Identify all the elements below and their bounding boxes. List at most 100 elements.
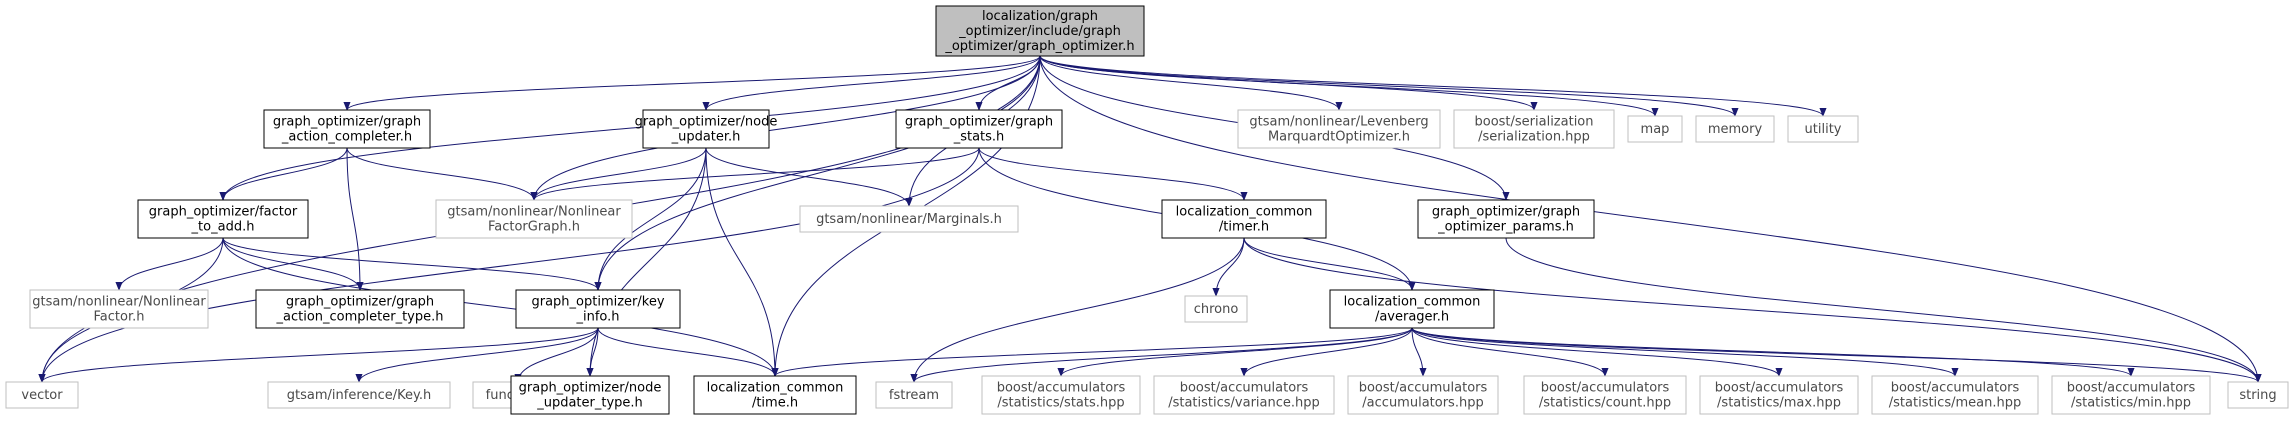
node-graph_stats_h[interactable]: graph_optimizer/graph_stats.h xyxy=(895,109,1063,149)
node-vector: vector xyxy=(5,381,79,409)
edge-graph_optimizer_h-to-memory xyxy=(1039,55,1739,117)
edge-graph_optimizer_h-to-node_updater_h xyxy=(702,55,1041,111)
node-label-factor_to_add_h-1: _to_add.h xyxy=(191,220,255,235)
node-label-key_info_h-0: graph_optimizer/key xyxy=(531,295,664,310)
edge-averager_h-to-mean_hpp xyxy=(1411,327,1959,377)
node-node_updater_type_h[interactable]: graph_optimizer/node_updater_type.h xyxy=(510,375,670,415)
node-key_h: gtsam/inference/Key.h xyxy=(267,381,451,409)
node-time_h[interactable]: localization_common/time.h xyxy=(693,375,857,415)
node-label-averager_h-0: localization_common xyxy=(1344,295,1481,310)
dependency-edges xyxy=(38,55,2262,383)
node-box-accumulators_hpp xyxy=(1347,375,1499,415)
node-box-graph_optimizer_h xyxy=(935,5,1145,57)
node-box-string xyxy=(2227,381,2289,409)
edge-graph_optimizer_h-to-map xyxy=(1039,55,1659,117)
edge-graph_optimizer_h-to-factor_to_add_h xyxy=(219,55,1041,201)
edge-timer_h-to-chrono xyxy=(1212,237,1245,297)
node-label-graph_optimizer_h-2: _optimizer/graph_optimizer.h xyxy=(944,39,1134,54)
node-label-nonlinear_factor_h-1: Factor.h xyxy=(94,310,145,325)
edge-averager_h-to-string xyxy=(1411,327,2262,383)
node-label-count_hpp-0: boost/accumulators xyxy=(1541,381,1670,396)
node-label-time_h-1: /time.h xyxy=(752,396,798,411)
node-timer_h[interactable]: localization_common/timer.h xyxy=(1161,199,1327,239)
edge-key_info_h-to-key_h xyxy=(355,327,599,383)
node-min_hpp: boost/accumulators/statistics/min.hpp xyxy=(2051,375,2211,415)
edge-graph_optimizer_h-to-key_info_h xyxy=(594,55,1041,291)
edge-key_info_h-to-vector xyxy=(38,327,599,383)
node-graph_action_completer_type_h[interactable]: graph_optimizer/graph_action_completer_t… xyxy=(255,289,465,329)
node-graph_optimizer_params_h[interactable]: graph_optimizer/graph_optimizer_params.h xyxy=(1417,199,1595,239)
node-label-vector-0: vector xyxy=(21,388,63,403)
node-box-key_info_h xyxy=(515,289,681,329)
edge-graph_action_completer_h-to-factor_to_add_h xyxy=(219,147,348,201)
node-factor_to_add_h[interactable]: graph_optimizer/factor_to_add.h xyxy=(137,199,309,239)
node-box-serialization_hpp xyxy=(1453,109,1615,149)
node-label-graph_action_completer_type_h-1: _action_completer_type.h xyxy=(276,310,444,325)
edge-timer_h-to-string xyxy=(1243,237,2262,383)
edge-graph_stats_h-to-timer_h xyxy=(978,147,1248,201)
node-label-factor_to_add_h-0: graph_optimizer/factor xyxy=(149,205,298,220)
edge-averager_h-to-max_hpp xyxy=(1411,327,1783,377)
node-label-graph_action_completer_h-0: graph_optimizer/graph xyxy=(273,115,421,130)
node-accumulators_hpp: boost/accumulators/accumulators.hpp xyxy=(1347,375,1499,415)
node-box-graph_action_completer_h xyxy=(263,109,431,149)
node-box-stats_hpp xyxy=(981,375,1141,415)
node-graph_optimizer_h[interactable]: localization/graph_optimizer/include/gra… xyxy=(935,5,1145,57)
node-label-graph_action_completer_h-1: _action_completer.h xyxy=(281,130,412,145)
node-label-graph_optimizer_h-1: _optimizer/include/graph xyxy=(958,24,1121,39)
node-label-node_updater_type_h-0: graph_optimizer/node xyxy=(519,381,662,396)
node-label-stats_hpp-0: boost/accumulators xyxy=(997,381,1126,396)
node-box-fstream xyxy=(875,381,953,409)
edge-node_updater_h-to-marginals_h xyxy=(705,147,913,207)
node-max_hpp: boost/accumulators/statistics/max.hpp xyxy=(1699,375,1859,415)
node-stats_hpp: boost/accumulators/statistics/stats.hpp xyxy=(981,375,1141,415)
node-box-factor_to_add_h xyxy=(137,199,309,239)
edge-factor_to_add_h-to-graph_action_completer_type_h xyxy=(222,237,364,291)
edge-averager_h-to-fstream xyxy=(910,327,1413,383)
node-label-graph_stats_h-1: _stats.h xyxy=(953,130,1005,145)
edge-graph_optimizer_h-to-levenberg_h xyxy=(1039,55,1343,111)
node-box-key_h xyxy=(267,381,451,409)
node-label-levenberg_h-0: gtsam/nonlinear/Levenberg xyxy=(1249,115,1428,130)
node-chrono: chrono xyxy=(1184,295,1248,323)
node-averager_h[interactable]: localization_common/averager.h xyxy=(1329,289,1495,329)
node-utility: utility xyxy=(1787,115,1859,143)
node-label-fstream-0: fstream xyxy=(889,388,939,403)
edge-timer_h-to-fstream xyxy=(910,237,1245,383)
node-label-node_updater_h-1: _updater.h xyxy=(671,130,741,145)
edge-node_updater_h-to-nonlinear_factor_graph_h xyxy=(530,147,707,201)
node-label-time_h-0: localization_common xyxy=(707,381,844,396)
edge-averager_h-to-time_h xyxy=(771,327,1413,377)
node-label-nonlinear_factor_graph_h-1: FactorGraph.h xyxy=(488,220,580,235)
node-marginals_h: gtsam/nonlinear/Marginals.h xyxy=(799,205,1019,233)
dependency-nodes: localization/graph_optimizer/include/gra… xyxy=(5,5,2289,415)
edge-timer_h-to-averager_h xyxy=(1243,237,1416,291)
node-label-accumulators_hpp-0: boost/accumulators xyxy=(1359,381,1488,396)
node-label-graph_action_completer_type_h-0: graph_optimizer/graph xyxy=(286,295,434,310)
edge-graph_action_completer_h-to-nonlinear_factor_graph_h xyxy=(346,147,538,201)
edge-graph_optimizer_h-to-string xyxy=(1039,55,2262,383)
node-label-serialization_hpp-1: /serialization.hpp xyxy=(1478,130,1590,145)
node-label-min_hpp-1: /statistics/min.hpp xyxy=(2071,396,2191,411)
node-variance_hpp: boost/accumulators/statistics/variance.h… xyxy=(1153,375,1335,415)
node-box-graph_action_completer_type_h xyxy=(255,289,465,329)
edge-averager_h-to-stats_hpp xyxy=(1057,327,1413,377)
node-node_updater_h[interactable]: graph_optimizer/node_updater.h xyxy=(635,109,778,149)
node-label-accumulators_hpp-1: /accumulators.hpp xyxy=(1362,396,1483,411)
node-label-string-0: string xyxy=(2239,388,2276,403)
node-box-map xyxy=(1627,115,1683,143)
node-label-variance_hpp-1: /statistics/variance.hpp xyxy=(1168,396,1320,411)
node-key_info_h[interactable]: graph_optimizer/key_info.h xyxy=(515,289,681,329)
edge-node_updater_h-to-node_updater_type_h xyxy=(586,147,707,377)
node-label-graph_stats_h-0: graph_optimizer/graph xyxy=(905,115,1053,130)
node-label-nonlinear_factor_graph_h-0: gtsam/nonlinear/Nonlinear xyxy=(447,205,621,220)
edge-key_info_h-to-time_h xyxy=(597,327,779,377)
node-box-graph_stats_h xyxy=(895,109,1063,149)
node-label-node_updater_h-0: graph_optimizer/node xyxy=(635,115,778,130)
node-label-node_updater_type_h-1: _updater_type.h xyxy=(536,396,643,411)
node-box-max_hpp xyxy=(1699,375,1859,415)
node-graph_action_completer_h[interactable]: graph_optimizer/graph_action_completer.h xyxy=(263,109,431,149)
node-label-mean_hpp-1: /statistics/mean.hpp xyxy=(1889,396,2021,411)
